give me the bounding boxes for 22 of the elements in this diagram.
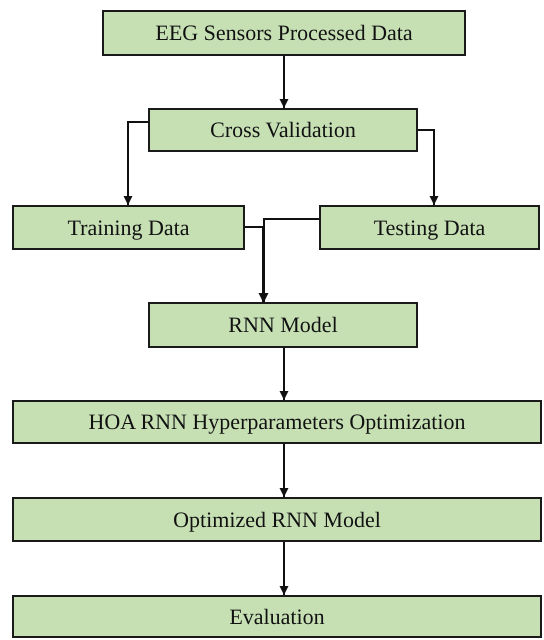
box-label: Optimized RNN Model xyxy=(173,506,381,532)
box-label: Training Data xyxy=(67,214,190,240)
box-label: EEG Sensors Processed Data xyxy=(155,20,413,46)
arrow xyxy=(418,129,438,205)
box-label: Testing Data xyxy=(374,214,486,240)
process-box xyxy=(148,302,418,348)
process-box xyxy=(12,400,542,444)
arrow xyxy=(280,56,288,108)
process-box xyxy=(12,497,542,542)
process-box xyxy=(148,108,418,152)
box-label: Evaluation xyxy=(229,604,325,630)
box-label: Cross Validation xyxy=(210,117,356,143)
box-label: HOA RNN Hyperparameters Optimization xyxy=(88,409,466,435)
process-box xyxy=(319,205,540,250)
process-box xyxy=(102,10,466,56)
box-label: RNN Model xyxy=(228,312,338,338)
process-box xyxy=(12,205,245,250)
arrow xyxy=(280,348,288,400)
arrow xyxy=(280,542,288,595)
arrow xyxy=(124,121,148,205)
process-box xyxy=(12,595,542,638)
arrow xyxy=(280,444,288,497)
